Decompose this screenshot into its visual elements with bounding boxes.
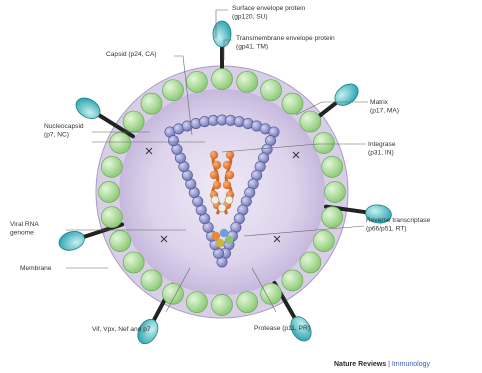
rna-bead — [213, 181, 221, 189]
label-viral-rna: Viral RNA genome — [10, 221, 40, 236]
matrix-bead — [282, 270, 303, 291]
matrix-bead — [162, 80, 183, 101]
matrix-bead — [212, 69, 233, 90]
matrix-bead — [99, 182, 120, 203]
rna-bead — [226, 151, 234, 159]
matrix-bead — [123, 252, 144, 273]
label-surface-envelope: Surface envelope protein (gp120, SU) — [232, 5, 307, 20]
matrix-bead — [110, 231, 131, 252]
label-membrane: Membrane — [20, 265, 52, 272]
matrix-bead — [101, 207, 122, 228]
matrix-bead — [141, 93, 162, 114]
rna-bead — [223, 181, 231, 189]
matrix-bead — [101, 156, 122, 177]
label-nucleocapsid: Nucleocapsid (p7, NC) — [44, 123, 85, 138]
capsid-bead — [168, 135, 178, 145]
matrix-bead — [282, 93, 303, 114]
matrix-bead — [162, 283, 183, 304]
rna-bead — [226, 171, 234, 179]
matrix-bead — [123, 111, 144, 132]
matrix-bead — [141, 270, 162, 291]
matrix-bead — [325, 182, 346, 203]
label-matrix: Matrix (p17, MA) — [370, 99, 399, 114]
matrix-bead — [186, 71, 207, 92]
label-protease: Protease (p11, PR) — [254, 325, 310, 332]
matrix-bead — [110, 132, 131, 153]
surface-glycoprotein-knob — [57, 228, 87, 253]
rna-bead — [213, 161, 221, 169]
matrix-bead — [322, 207, 343, 228]
matrix-bead — [261, 283, 282, 304]
matrix-bead — [212, 295, 233, 316]
matrix-bead — [237, 292, 258, 313]
matrix-bead — [322, 156, 343, 177]
matrix-bead — [313, 231, 334, 252]
matrix-bead — [237, 71, 258, 92]
matrix-bead — [300, 252, 321, 273]
rna-bead — [210, 151, 218, 159]
matrix-bead — [313, 132, 334, 153]
label-transmembrane-envelope: Transmembrane envelope protein (gp41, TM… — [236, 35, 337, 50]
matrix-bead — [300, 111, 321, 132]
matrix-bead — [186, 292, 207, 313]
matrix-bead — [261, 80, 282, 101]
label-vif-vpx: Vif, Vpx, Nef and p7 — [92, 326, 151, 333]
surface-glycoprotein-knob — [72, 94, 104, 123]
label-reverse-transcriptase: Reverse transcriptase (p66/p51, RT) — [366, 217, 432, 232]
credit-line: Nature Reviews | Immunology — [334, 361, 430, 368]
label-integrase: Integrase (p31, IN) — [368, 141, 397, 156]
rna-bead — [210, 171, 218, 179]
rna-bead — [223, 161, 231, 169]
label-capsid: Capsid (p24, CA) — [106, 51, 157, 58]
